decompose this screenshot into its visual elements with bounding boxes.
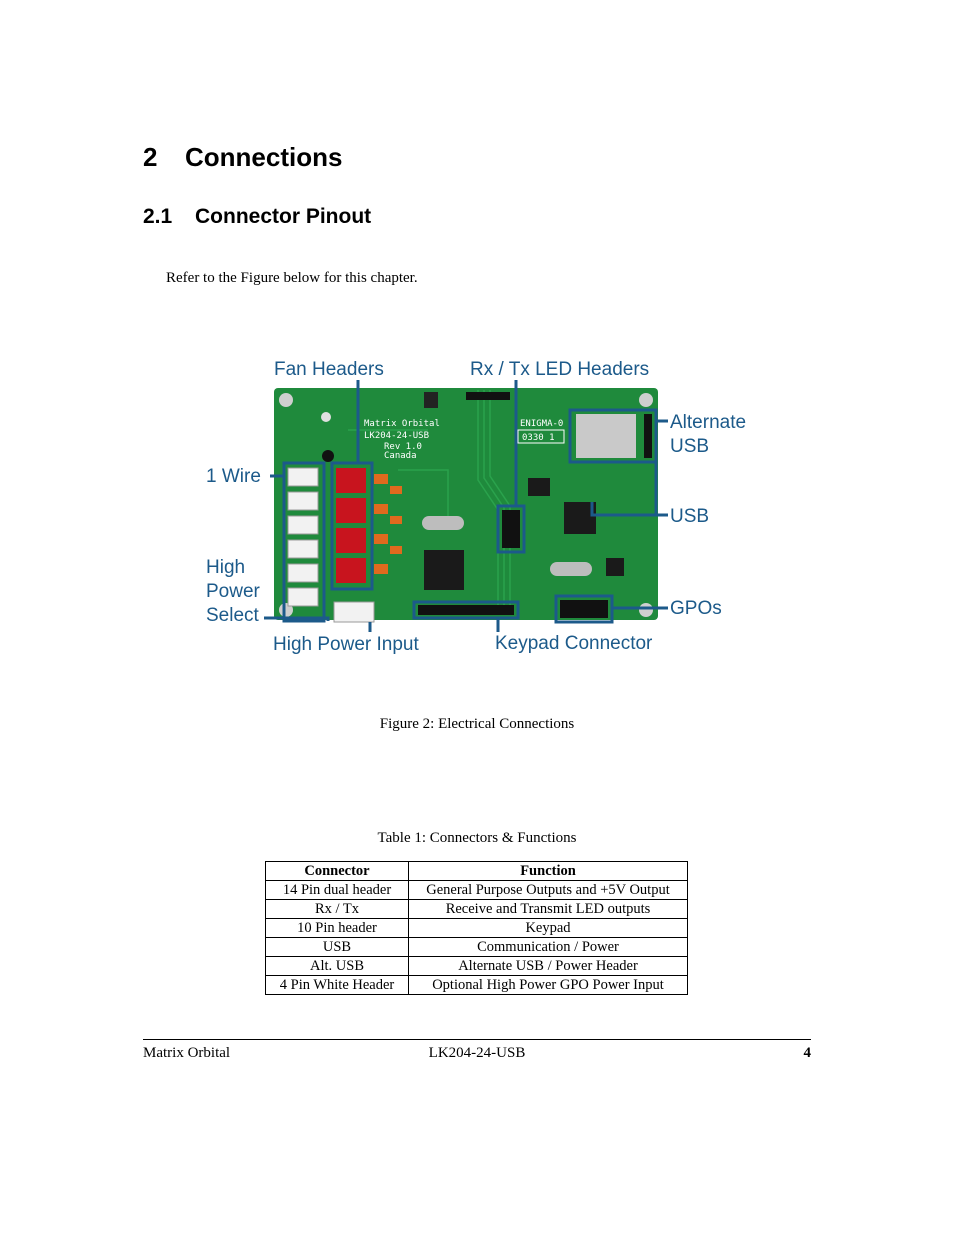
board-model: LK204-24-USB <box>364 431 429 441</box>
subsection-heading: 2.1 Connector Pinout <box>143 205 371 229</box>
subsection-number: 2.1 <box>143 205 173 228</box>
board-country: Canada <box>384 451 417 461</box>
label-power: Power <box>206 581 261 602</box>
cell-connector: 10 Pin header <box>265 918 409 938</box>
label-alt-usb: USB <box>670 436 709 457</box>
table-row: Rx / Tx Receive and Transmit LED outputs <box>265 899 688 919</box>
section-number: 2 <box>143 142 158 172</box>
table-row: Alt. USB Alternate USB / Power Header <box>265 956 688 976</box>
gpo-pins <box>560 600 608 618</box>
footer-left: Matrix Orbital <box>143 1045 231 1061</box>
page-number: 4 <box>803 1045 812 1061</box>
figure-caption: Figure 2: Electrical Connections <box>379 716 575 732</box>
cell-connector: 14 Pin dual header <box>265 880 409 900</box>
red-fan-headers <box>336 468 366 583</box>
crystal <box>422 516 464 530</box>
label-rx-tx-led-headers: Rx / Tx LED Headers <box>470 359 649 380</box>
mount-hole <box>639 603 653 617</box>
cell-connector: 4 Pin White Header <box>265 975 409 995</box>
footer-divider <box>143 1039 811 1040</box>
orange-components <box>374 474 402 574</box>
column-header-connector: Connector <box>265 861 409 881</box>
cell-function: Receive and Transmit LED outputs <box>408 899 688 919</box>
board-code: 0330 1 <box>522 433 555 443</box>
column-header-function: Function <box>408 861 688 881</box>
cell-function: Optional High Power GPO Power Input <box>408 975 688 995</box>
rx-tx-outline <box>496 504 526 554</box>
usb-module <box>576 414 636 458</box>
table-row: USB Communication / Power <box>265 937 688 957</box>
board-hole <box>322 450 334 462</box>
rx-tx-pins <box>502 510 520 548</box>
high-power-header <box>333 601 375 623</box>
fan-headers-outline <box>330 461 374 591</box>
main-chip <box>424 550 464 590</box>
connectors-table: Connector Function 14 Pin dual header Ge… <box>265 861 688 995</box>
table-row: 14 Pin dual header General Purpose Outpu… <box>265 880 688 900</box>
subsection-title: Connector Pinout <box>195 205 372 228</box>
leader-lines <box>264 380 668 632</box>
label-select: Select <box>206 605 260 626</box>
pcb-traces <box>348 390 511 610</box>
top-pin-strip <box>466 392 510 400</box>
cell-connector: USB <box>265 937 409 957</box>
label-alternate: Alternate <box>670 412 746 433</box>
white-headers <box>287 467 319 607</box>
table-caption: Table 1: Connectors & Functions <box>377 830 577 846</box>
alt-usb-pins <box>644 414 652 458</box>
small-chip <box>606 558 624 576</box>
table-row: 10 Pin header Keypad <box>265 918 688 938</box>
alt-usb-outline <box>568 408 658 464</box>
cell-function: Keypad <box>408 918 688 938</box>
keypad-pins <box>418 605 514 615</box>
board-chip: ENIGMA-0 <box>520 419 563 429</box>
fiducial <box>321 412 331 422</box>
label-one-wire: 1 Wire <box>206 466 261 487</box>
table-header-row: Connector Function <box>265 861 688 881</box>
label-gpos: GPOs <box>670 598 722 619</box>
label-high: High <box>206 557 245 578</box>
label-usb: USB <box>670 506 709 527</box>
mount-hole <box>639 393 653 407</box>
cell-function: General Purpose Outputs and +5V Output <box>408 880 688 900</box>
crystal <box>550 562 592 576</box>
keypad-outline <box>412 600 520 620</box>
cell-function: Communication / Power <box>408 937 688 957</box>
board-figure: Matrix Orbital LK204-24-USB Rev 1.0 Cana… <box>206 359 746 655</box>
one-wire-outline <box>282 461 326 623</box>
mount-hole <box>279 393 293 407</box>
intro-paragraph: Refer to the Figure below for this chapt… <box>166 270 418 286</box>
cell-function: Alternate USB / Power Header <box>408 956 688 976</box>
section-title: Connections <box>185 142 343 172</box>
label-high-power-input: High Power Input <box>273 634 419 655</box>
section-heading: 2 Connections <box>143 142 342 173</box>
label-fan-headers: Fan Headers <box>274 359 384 380</box>
board-brand: Matrix Orbital <box>364 419 440 429</box>
table-row: 4 Pin White Header Optional High Power G… <box>265 975 688 995</box>
board-rev: Rev 1.0 <box>384 442 422 452</box>
top-component <box>424 392 438 408</box>
footer-center: LK204-24-USB <box>428 1045 526 1061</box>
label-keypad-connector: Keypad Connector <box>495 633 653 654</box>
cell-connector: Alt. USB <box>265 956 409 976</box>
small-chip <box>528 478 550 496</box>
cell-connector: Rx / Tx <box>265 899 409 919</box>
